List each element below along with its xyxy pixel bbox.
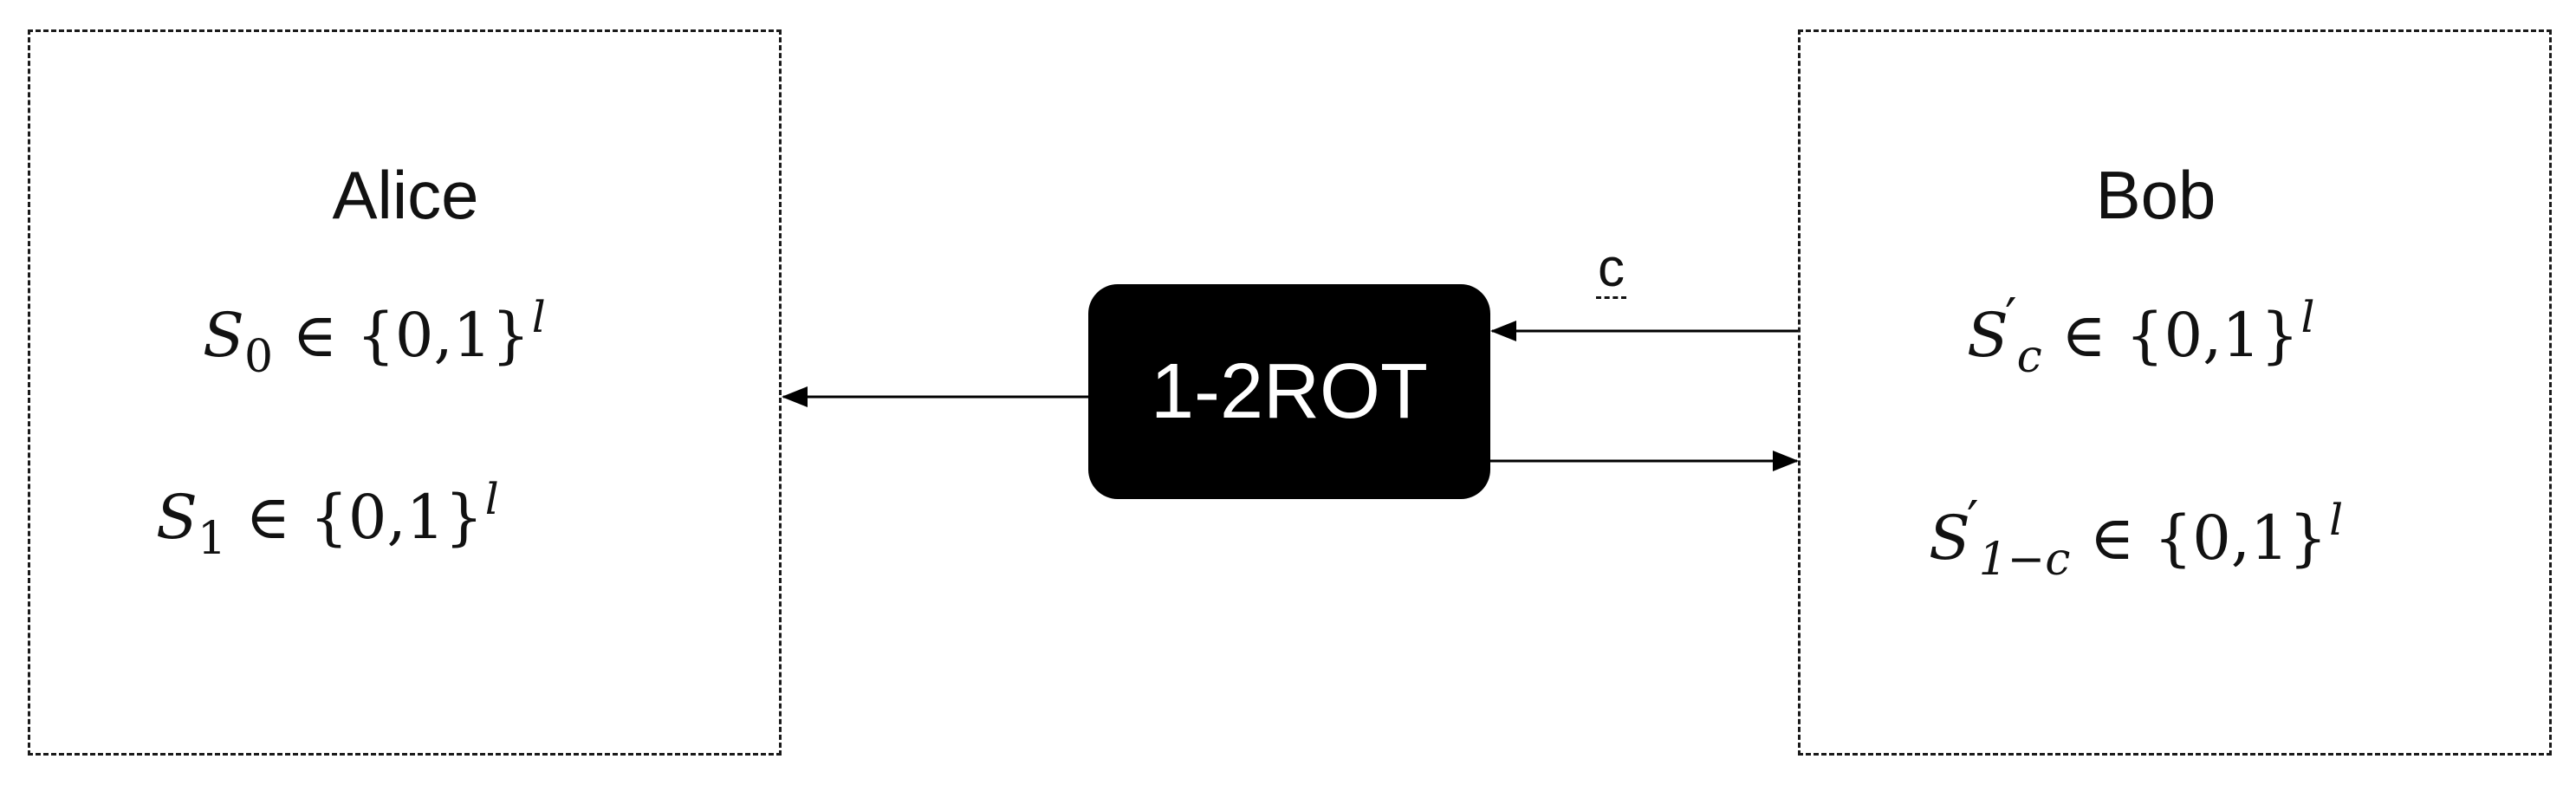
alice-s1-formula: S1 ∈ {0,1}l xyxy=(156,477,499,561)
alice-box xyxy=(28,29,782,756)
alice-s0-sub: 0 xyxy=(243,331,274,383)
bob-name: Bob xyxy=(2095,157,2216,233)
bob-sc-var: S xyxy=(1967,300,2008,371)
alice-s1-sub: 1 xyxy=(197,513,227,565)
alice-s1-sup: l xyxy=(484,474,499,524)
bob-sc-sub: c xyxy=(2016,331,2042,383)
rot-functionality-box: 1-2ROT xyxy=(1088,284,1490,499)
alice-s1-var: S xyxy=(156,482,198,553)
rot-label: 1-2ROT xyxy=(1150,347,1429,435)
bob-s1c-formula: S′1−c ∈ {0,1}l xyxy=(1929,495,2343,582)
alice-name: Alice xyxy=(332,157,479,233)
bob-s1c-rel: ∈ {0,1} xyxy=(2070,503,2328,574)
alice-s0-formula: S0 ∈ {0,1}l xyxy=(203,295,546,380)
bob-sc-formula: S′c ∈ {0,1}l xyxy=(1967,292,2314,380)
bob-sc-sup: l xyxy=(2300,292,2315,342)
bob-box xyxy=(1798,29,2552,756)
alice-s0-sup: l xyxy=(531,292,546,342)
bob-sc-prime: ′ xyxy=(2004,288,2017,348)
alice-s1-rel: ∈ {0,1} xyxy=(226,482,483,553)
bob-sc-rel: ∈ {0,1} xyxy=(2041,300,2300,371)
alice-s0-rel: ∈ {0,1} xyxy=(273,300,530,371)
bob-s1c-var: S xyxy=(1929,503,1970,574)
alice-s0-var: S xyxy=(203,300,244,371)
bob-s1c-prime: ′ xyxy=(1966,490,1979,551)
bob-s1c-sub: 1−c xyxy=(1978,534,2071,586)
bob-s1c-sup: l xyxy=(2329,495,2344,545)
choice-bit-label: c xyxy=(1596,238,1626,299)
